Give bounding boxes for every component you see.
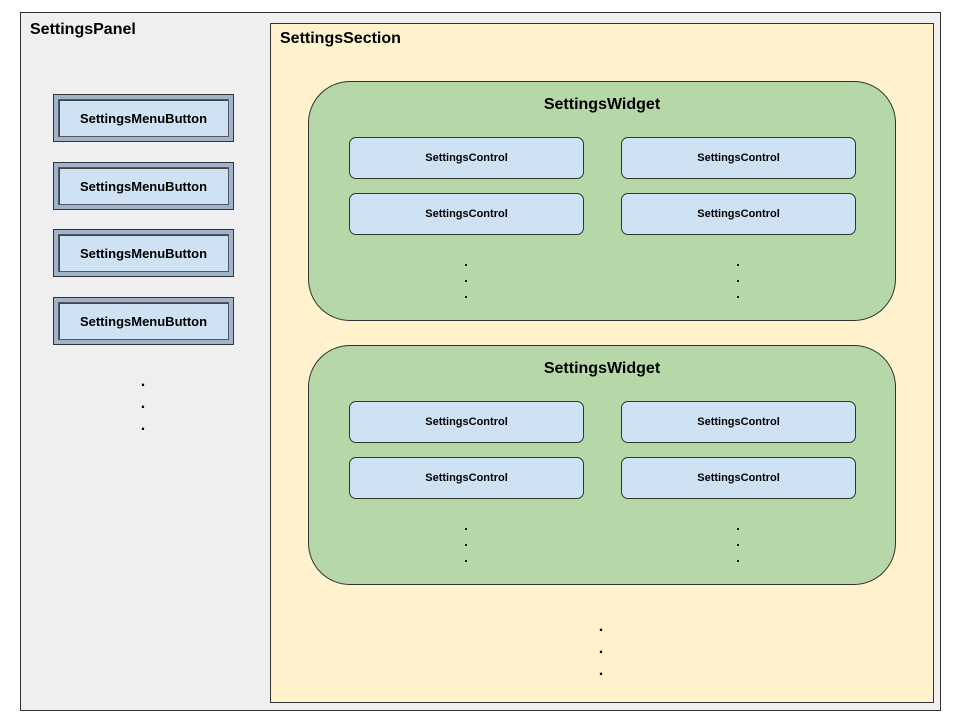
widget-more-indicator-left: . . . <box>464 254 468 301</box>
widget-more-indicator-left: . . . <box>464 518 468 565</box>
section-more-indicator: . . . <box>598 618 604 679</box>
settings-section: SettingsSection SettingsWidget SettingsC… <box>270 23 934 703</box>
settings-widget-title: SettingsWidget <box>543 360 661 377</box>
settings-control[interactable]: SettingsControl <box>349 137 584 179</box>
settings-control[interactable]: SettingsControl <box>621 193 856 235</box>
menu-button-label: SettingsMenuButton <box>79 245 208 261</box>
widget-more-indicator-right: . . . <box>736 518 740 565</box>
settings-section-title: SettingsSection <box>280 30 401 47</box>
settings-panel-title: SettingsPanel <box>30 21 136 38</box>
settings-control[interactable]: SettingsControl <box>349 193 584 235</box>
settings-control[interactable]: SettingsControl <box>621 457 856 499</box>
settings-panel: SettingsPanel SettingsMenuButton Setting… <box>20 12 941 711</box>
settings-widget-title: SettingsWidget <box>543 96 661 113</box>
menu-button-label: SettingsMenuButton <box>79 178 208 194</box>
settings-menu-button-3[interactable]: SettingsMenuButton <box>53 229 234 277</box>
settings-control[interactable]: SettingsControl <box>621 137 856 179</box>
panel-more-indicator: . . . <box>140 373 146 434</box>
settings-menu-button-2[interactable]: SettingsMenuButton <box>53 162 234 210</box>
settings-control[interactable]: SettingsControl <box>349 401 584 443</box>
settings-widget-2: SettingsWidget SettingsControl SettingsC… <box>308 345 896 585</box>
settings-control[interactable]: SettingsControl <box>621 401 856 443</box>
menu-button-label: SettingsMenuButton <box>79 110 208 126</box>
settings-widget-1: SettingsWidget SettingsControl SettingsC… <box>308 81 896 321</box>
menu-button-label: SettingsMenuButton <box>79 313 208 329</box>
settings-menu-button-4[interactable]: SettingsMenuButton <box>53 297 234 345</box>
widget-more-indicator-right: . . . <box>736 254 740 301</box>
settings-control[interactable]: SettingsControl <box>349 457 584 499</box>
settings-menu-button-1[interactable]: SettingsMenuButton <box>53 94 234 142</box>
